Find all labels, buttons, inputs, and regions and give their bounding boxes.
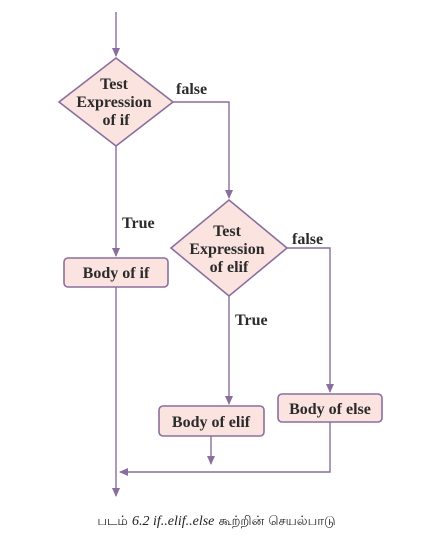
body-else: Body of else xyxy=(277,393,383,423)
body-elif: Body of elif xyxy=(158,405,265,437)
caption-code: 6.2 if..elif..else xyxy=(131,514,215,529)
decision-elif-line-2: Expression xyxy=(189,241,264,258)
body-if: Body of if xyxy=(63,257,169,288)
decision-elif-line-1: Test xyxy=(213,223,242,240)
decision-if-line-2: Expression xyxy=(76,94,151,111)
figure-caption: படம் 6.2 if..elif..else கூற்றின் செயல்பா… xyxy=(0,514,433,530)
decision-elif-line-3: of elif xyxy=(210,259,249,276)
svg-text:Test Expression of: Test Expression of if xyxy=(76,76,155,129)
caption-suffix: கூற்றின் செயல்பாடு xyxy=(218,514,336,529)
edge-else-to-merge xyxy=(119,422,331,476)
decision-elif: Test Expression of elif xyxy=(169,198,289,298)
caption-prefix: படம் xyxy=(97,514,128,529)
decision-if-line-3: of if xyxy=(102,112,130,129)
decision-if: Test Expression of if xyxy=(57,56,175,148)
body-if-label: Body of if xyxy=(83,265,150,282)
edge-label-if-true: True xyxy=(122,215,155,232)
edge-label-elif-false: false xyxy=(292,231,323,248)
svg-text:Test Expression of: Test Expression of elif xyxy=(189,223,268,276)
edge-if-false xyxy=(173,101,233,199)
edge-elif-false xyxy=(287,247,334,393)
flowchart: Test Expression of if false True Body of… xyxy=(57,12,383,497)
edge-label-if-false: false xyxy=(176,81,207,98)
decision-if-line-1: Test xyxy=(100,76,129,93)
edge-label-elif-true: True xyxy=(235,312,268,329)
body-else-label: Body of else xyxy=(289,401,371,418)
body-elif-label: Body of elif xyxy=(172,414,251,431)
